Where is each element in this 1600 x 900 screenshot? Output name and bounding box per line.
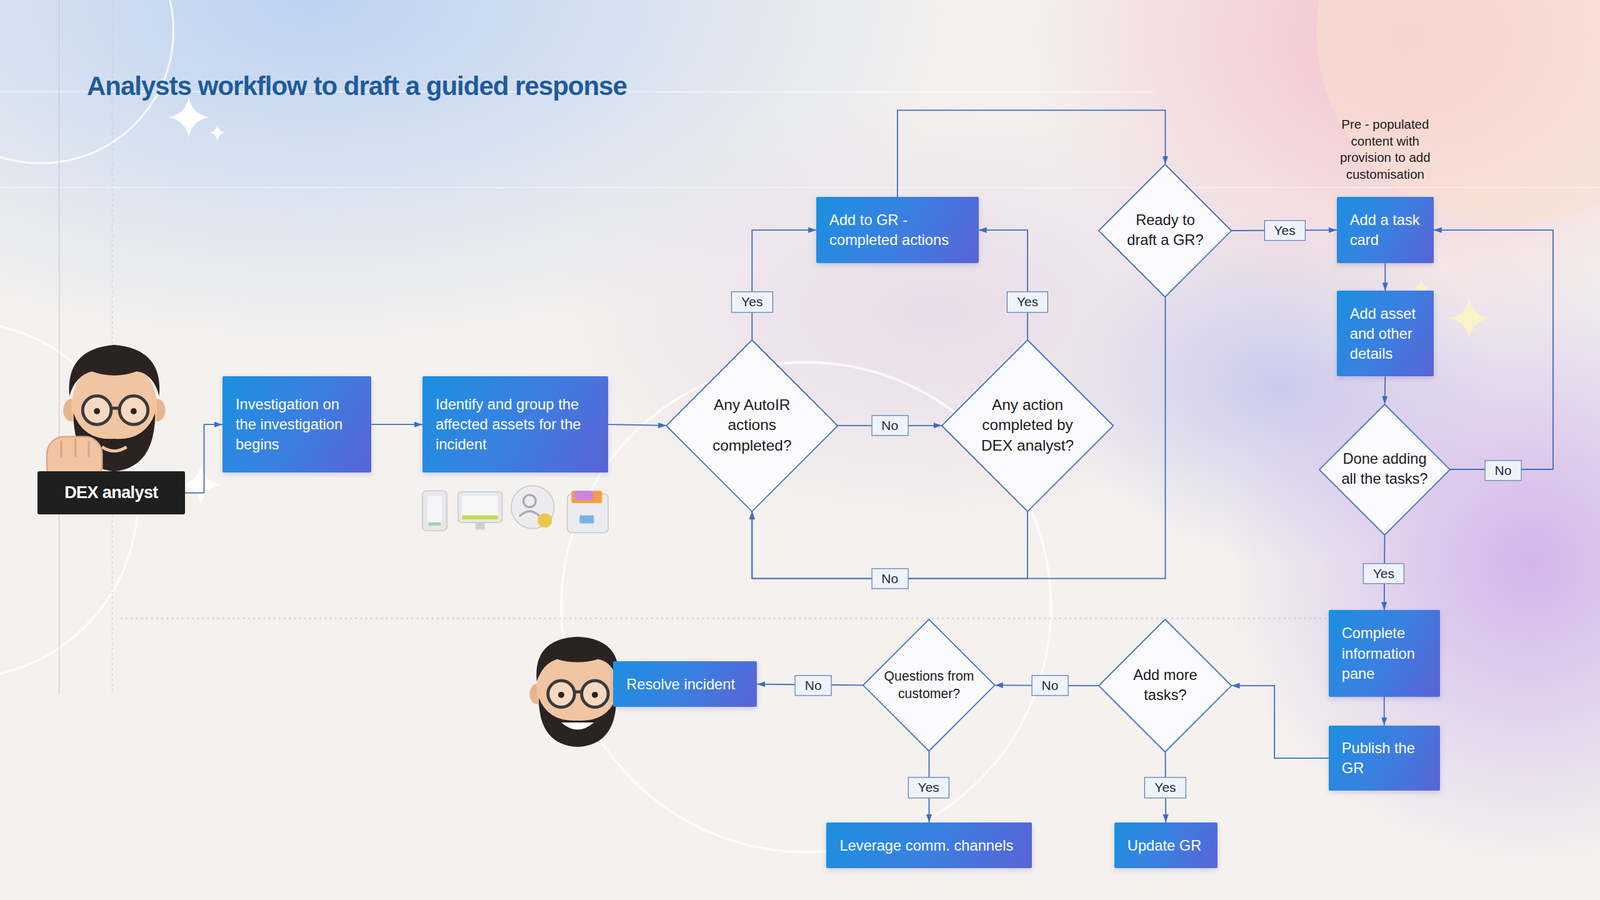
process-box: Add to GR - completed actions: [816, 196, 979, 264]
diamond-outline: [1098, 619, 1232, 752]
decision-diamond: Add more tasks?: [1098, 619, 1232, 752]
decision-diamond: Any AutoIR actions completed?: [666, 340, 838, 512]
node-text: Done adding all the tasks?: [1335, 449, 1434, 489]
process-box: Add asset and other details: [1336, 290, 1434, 377]
analyst-avatar: [46, 345, 165, 484]
node-text: Complete information pane: [1341, 623, 1427, 684]
edge-label: No: [795, 675, 832, 696]
edge-label: No: [871, 568, 909, 589]
actor-label: DEX analyst: [37, 471, 185, 515]
decision-diamond: Questions from customer?: [863, 619, 995, 752]
node-text: Resolve incident: [626, 674, 735, 695]
flow-connector: [185, 424, 223, 493]
edge-label: Yes: [1006, 291, 1049, 313]
edge-label: Yes: [908, 777, 950, 799]
flow-connector: [1433, 230, 1554, 470]
diagram-title: Analysts workflow to draft a guided resp…: [86, 71, 627, 102]
node-text: Leverage comm. channels: [839, 835, 1014, 856]
node-text: Any action completed by DEX analyst?: [976, 395, 1079, 457]
diamond-shape: [1098, 164, 1232, 297]
process-box: Add a task card: [1336, 196, 1434, 264]
background-lines: [0, 0, 1600, 852]
node-text: Identify and group the affected assets f…: [435, 394, 595, 455]
flow-connector: [978, 230, 1028, 340]
process-box: Publish the GR: [1328, 725, 1440, 791]
process-box: Identify and group the affected assets f…: [422, 376, 609, 472]
asset-icons: [422, 485, 609, 533]
process-box: Update GR: [1114, 822, 1218, 869]
flow-connector: [371, 423, 423, 425]
process-box: Leverage comm. channels: [826, 822, 1032, 869]
node-text: Add to GR - completed actions: [829, 210, 966, 250]
diamond-outline: [863, 619, 995, 752]
diamond-shape: [1098, 619, 1232, 752]
process-box: Investigation on the investigation begin…: [222, 376, 372, 472]
node-text: Publish the GR: [1341, 738, 1427, 779]
diamond-shape: [666, 340, 838, 512]
process-box: Complete information pane: [1328, 610, 1440, 697]
node-text: Add more tasks?: [1124, 665, 1207, 705]
node-text: Ready to draft a GR?: [1123, 210, 1208, 250]
node-text: Add asset and other details: [1350, 303, 1421, 365]
node-text: Add a task card: [1350, 210, 1421, 250]
edge-label: Yes: [731, 291, 773, 313]
flow-connector: [1383, 696, 1385, 726]
decision-diamond: Any action completed by DEX analyst?: [941, 340, 1114, 512]
decision-diamond: Done adding all the tasks?: [1319, 404, 1450, 535]
node-text: Questions from customer?: [876, 667, 982, 704]
node-text: Investigation on the investigation begin…: [235, 394, 359, 455]
edge-label: Yes: [1144, 777, 1186, 799]
happy-analyst-avatar: [529, 636, 625, 747]
annotation-note: Pre - populated content with provision t…: [1326, 116, 1444, 184]
flow-connector: [751, 230, 817, 340]
diamond-outline: [1098, 164, 1232, 297]
diamond-shape: [863, 619, 995, 752]
diamond-shape: [941, 340, 1114, 512]
diamond-outline: [1319, 404, 1450, 535]
decision-diamond: Ready to draft a GR?: [1098, 164, 1232, 297]
process-box: Resolve incident: [613, 661, 757, 707]
flow-connector: [1231, 685, 1329, 759]
diamond-shape: [1319, 404, 1450, 535]
flow-connector: [608, 424, 667, 426]
node-text: Any AutoIR actions completed?: [701, 395, 804, 457]
node-text: DEX analyst: [64, 483, 158, 503]
sparkles: [168, 96, 1490, 505]
edge-label: Yes: [1363, 563, 1405, 584]
edge-label: No: [1484, 460, 1522, 481]
flow-connector: [1384, 376, 1387, 404]
flow-connector: [897, 110, 1166, 197]
edge-label: No: [871, 415, 909, 436]
edge-label: Yes: [1263, 220, 1305, 241]
flow-connector: [1384, 263, 1386, 291]
edge-label: No: [1031, 675, 1069, 696]
node-text: Update GR: [1127, 835, 1202, 856]
